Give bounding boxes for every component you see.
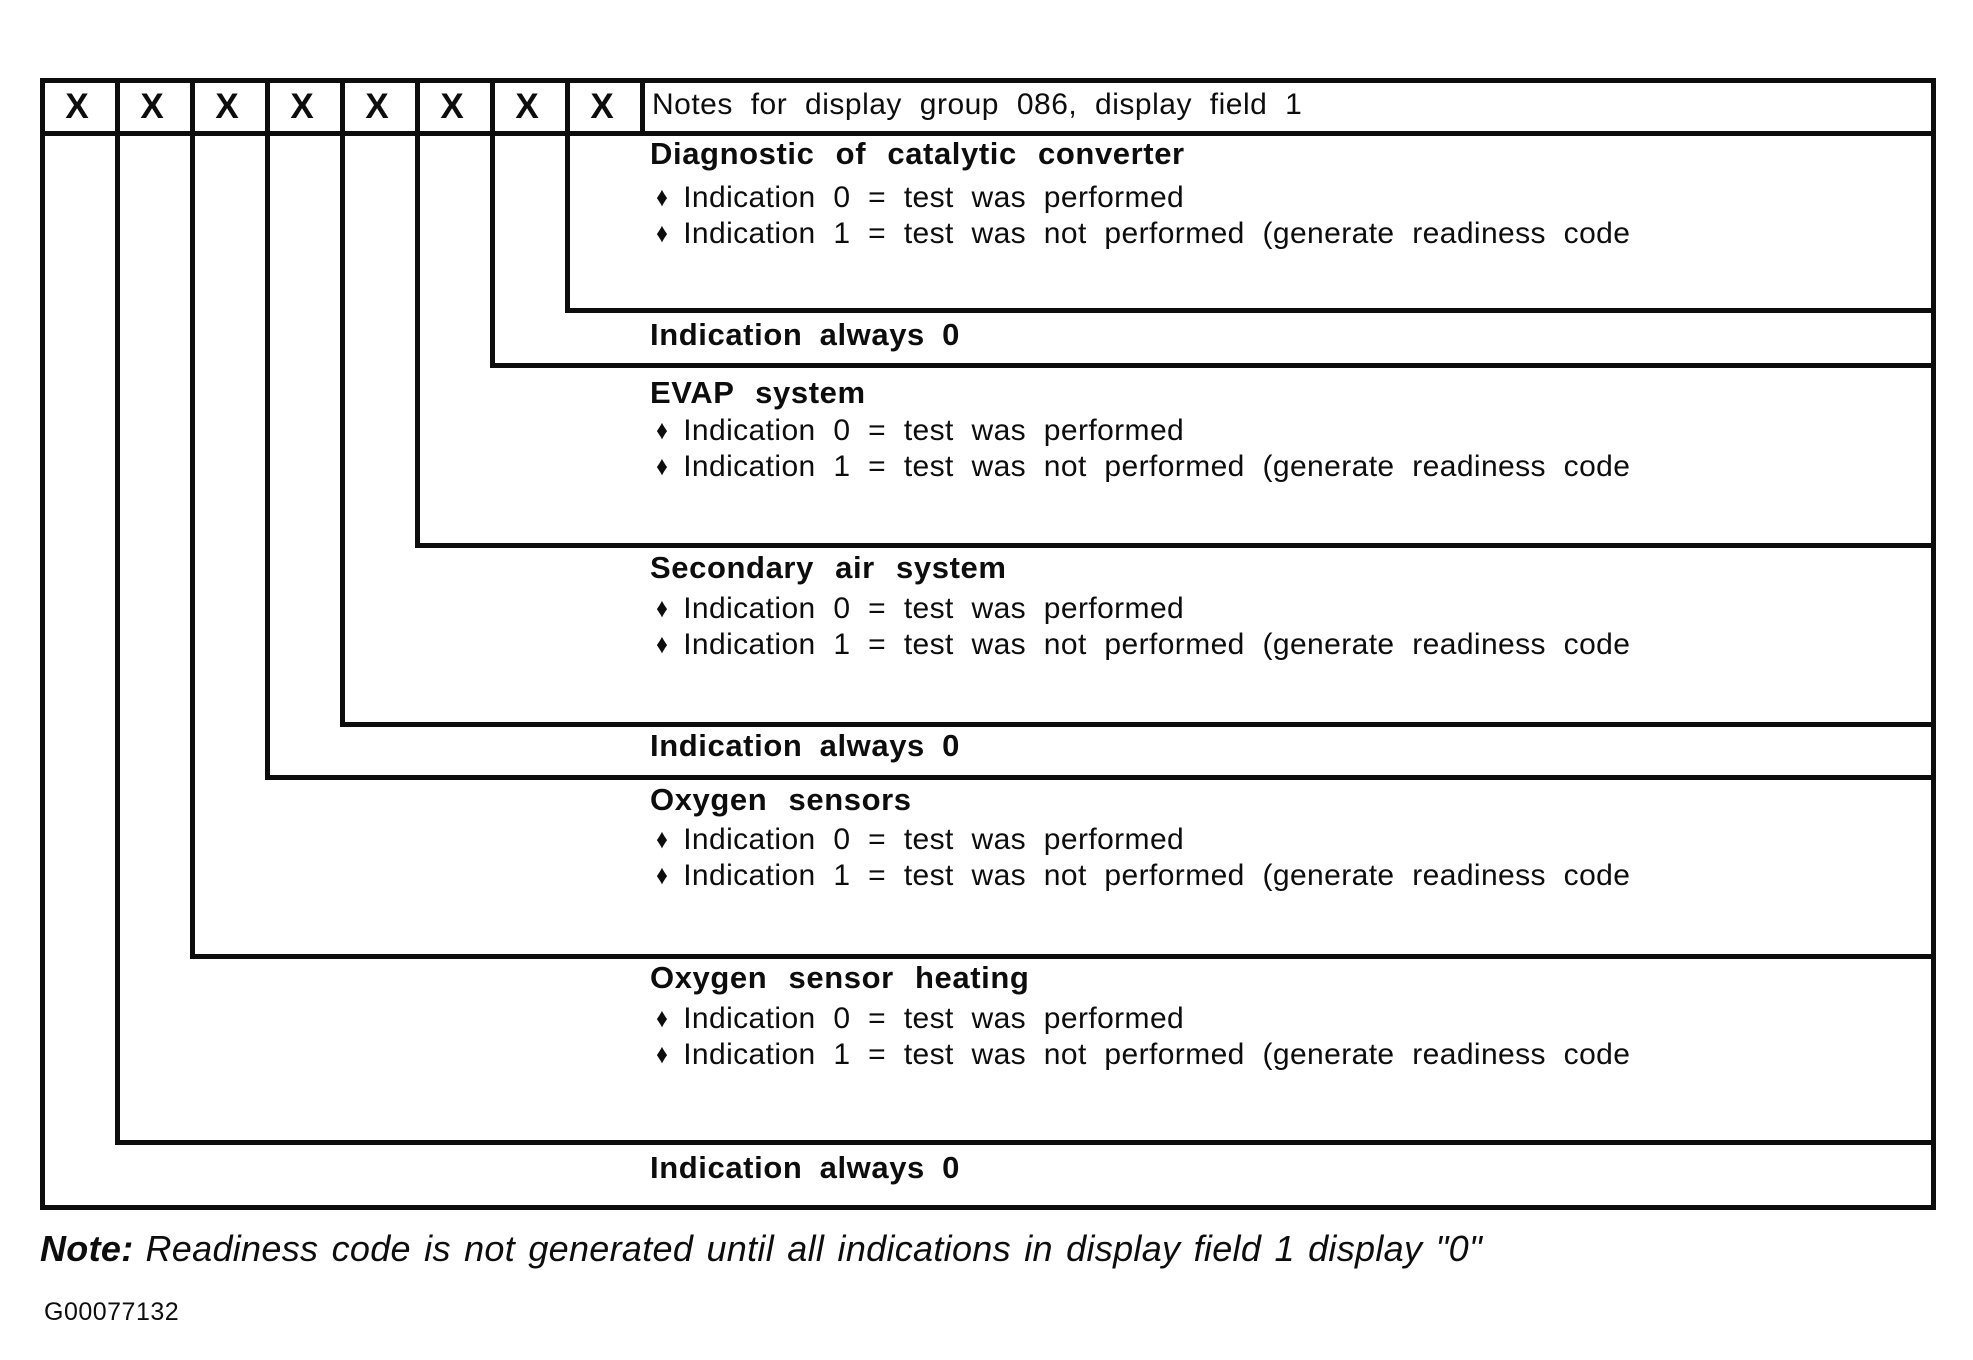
bullet-text: Indication 1 = test was not performed (g… [683, 450, 1631, 483]
connector-line-horizontal [265, 775, 1936, 780]
diamond-bullet-icon: ♦ [656, 824, 669, 854]
diamond-bullet-icon: ♦ [656, 1039, 669, 1069]
diamond-bullet-icon: ♦ [656, 451, 669, 481]
connector-line-vertical [640, 78, 645, 136]
connector-line-horizontal [40, 1205, 1936, 1210]
connector-line-horizontal [565, 308, 1936, 313]
connector-line-vertical [340, 78, 345, 727]
x-mark-cell: X [515, 87, 540, 126]
connector-line-vertical [415, 78, 420, 548]
connector-line-horizontal [40, 78, 1936, 83]
diamond-bullet-icon: ♦ [656, 218, 669, 248]
diamond-bullet-icon: ♦ [656, 860, 669, 890]
block-title-secondary-air-system: Secondary air system [650, 550, 1007, 585]
bullet-text: Indication 1 = test was not performed (g… [683, 1038, 1631, 1071]
connector-line-horizontal [415, 543, 1936, 548]
x-mark-cell: X [65, 87, 90, 126]
x-mark-cell: X [440, 87, 465, 126]
connector-line-vertical [190, 78, 195, 959]
diamond-bullet-icon: ♦ [656, 1003, 669, 1033]
bullet-line: ♦ Indication 1 = test was not performed (… [655, 859, 1630, 893]
connector-line-vertical [490, 78, 495, 368]
bullet-text: Indication 0 = test was performed [683, 1002, 1185, 1035]
connector-line-vertical [115, 78, 120, 1145]
note-text: Readiness code is not generated until al… [145, 1228, 1483, 1269]
block-title-evap-system: EVAP system [650, 375, 866, 410]
bullet-text: Indication 1 = test was not performed (g… [683, 628, 1631, 661]
connector-line-horizontal [340, 722, 1936, 727]
block-title-oxygen-sensors: Oxygen sensors [650, 782, 912, 817]
connector-line-horizontal [40, 131, 1936, 136]
connector-line-vertical [565, 78, 570, 313]
diamond-bullet-icon: ♦ [656, 593, 669, 623]
block-title-indication-always-0: Indication always 0 [650, 317, 960, 352]
bullet-line: ♦ Indication 0 = test was performed [655, 1002, 1184, 1036]
bullet-line: ♦ Indication 0 = test was performed [655, 181, 1184, 215]
connector-line-vertical [40, 78, 45, 1210]
connector-line-vertical [265, 78, 270, 780]
connector-line-horizontal [115, 1140, 1936, 1145]
bullet-line: ♦ Indication 0 = test was performed [655, 592, 1184, 626]
block-title-indication-always-0: Indication always 0 [650, 728, 960, 763]
connector-line-horizontal [190, 954, 1936, 959]
table-right-border [1931, 78, 1936, 1210]
bullet-text: Indication 0 = test was performed [683, 414, 1185, 447]
connector-line-horizontal [490, 363, 1936, 368]
block-title-oxygen-sensor-heating: Oxygen sensor heating [650, 960, 1030, 995]
bullet-text: Indication 1 = test was not performed (g… [683, 859, 1631, 892]
x-mark-cell: X [590, 87, 615, 126]
bullet-line: ♦ Indication 1 = test was not performed (… [655, 217, 1630, 251]
footer-note: Note: Readiness code is not generated unt… [40, 1228, 1482, 1270]
bullet-text: Indication 0 = test was performed [683, 823, 1185, 856]
bullet-line: ♦ Indication 1 = test was not performed (… [655, 450, 1630, 484]
diamond-bullet-icon: ♦ [656, 629, 669, 659]
bullet-line: ♦ Indication 1 = test was not performed (… [655, 1038, 1630, 1072]
x-mark-cell: X [215, 87, 240, 126]
x-mark-cell: X [365, 87, 390, 126]
x-mark-cell: X [140, 87, 165, 126]
bullet-text: Indication 0 = test was performed [683, 181, 1185, 214]
bullet-line: ♦ Indication 0 = test was performed [655, 414, 1184, 448]
figure-id: G00077132 [44, 1298, 180, 1326]
diamond-bullet-icon: ♦ [656, 415, 669, 445]
note-label: Note: [40, 1228, 134, 1269]
block-title-indication-always-0: Indication always 0 [650, 1150, 960, 1185]
diamond-bullet-icon: ♦ [656, 182, 669, 212]
bullet-line: ♦ Indication 1 = test was not performed (… [655, 628, 1630, 662]
bullet-text: Indication 1 = test was not performed (g… [683, 217, 1631, 250]
x-mark-cell: X [290, 87, 315, 126]
block-title-catalytic-converter: Diagnostic of catalytic converter [650, 136, 1185, 171]
notes-header: Notes for display group 086, display fie… [652, 88, 1303, 121]
bullet-text: Indication 0 = test was performed [683, 592, 1185, 625]
bullet-line: ♦ Indication 0 = test was performed [655, 823, 1184, 857]
